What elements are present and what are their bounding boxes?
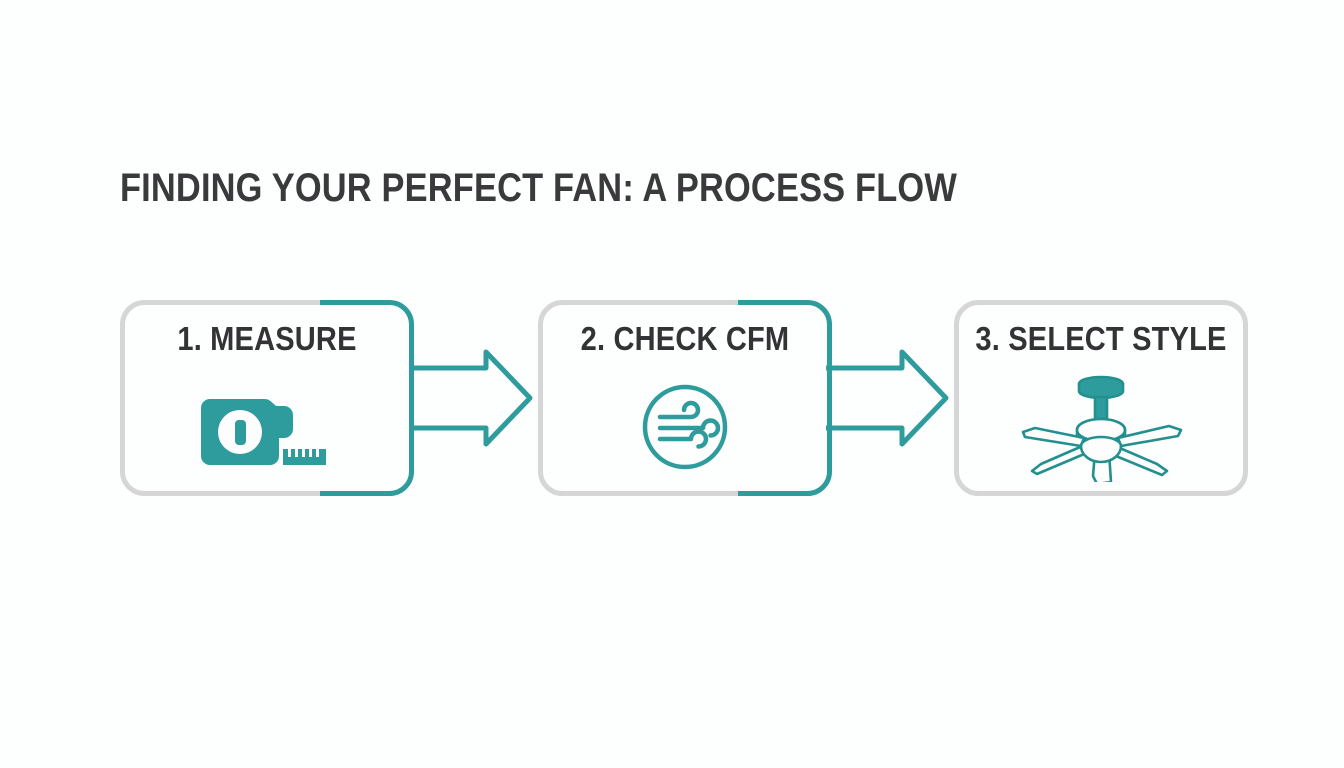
step-card-1[interactable]: 1. MEASURE <box>120 300 414 496</box>
wind-circle-icon <box>642 384 728 470</box>
process-flow-row: 1. MEASURE <box>0 300 1344 500</box>
arrow-right-icon <box>410 349 533 447</box>
step-card-2-label: 2. CHECK CFM <box>580 320 790 357</box>
step-card-3-frame <box>954 300 1248 496</box>
step-card-1-icon-wrap <box>120 372 414 482</box>
step-card-3-icon-wrap <box>954 372 1248 482</box>
step-card-1-label: 1. MEASURE <box>177 320 357 357</box>
ceiling-fan-icon <box>1021 375 1183 482</box>
step-card-2[interactable]: 2. CHECK CFM <box>538 300 832 496</box>
step-card-3[interactable]: 3. SELECT STYLE <box>954 300 1248 496</box>
step-card-2-frame <box>538 300 832 496</box>
arrow-right-icon <box>826 349 949 447</box>
step-card-3-label: 3. SELECT STYLE <box>975 320 1227 357</box>
connector-arrow-1 <box>408 300 548 496</box>
tape-measure-icon <box>201 399 326 465</box>
connector-arrow-2 <box>824 300 964 496</box>
page-title: FINDING YOUR PERFECT FAN: A PROCESS FLOW <box>120 166 957 210</box>
step-card-1-frame <box>120 300 414 496</box>
step-card-2-icon-wrap <box>538 372 832 482</box>
